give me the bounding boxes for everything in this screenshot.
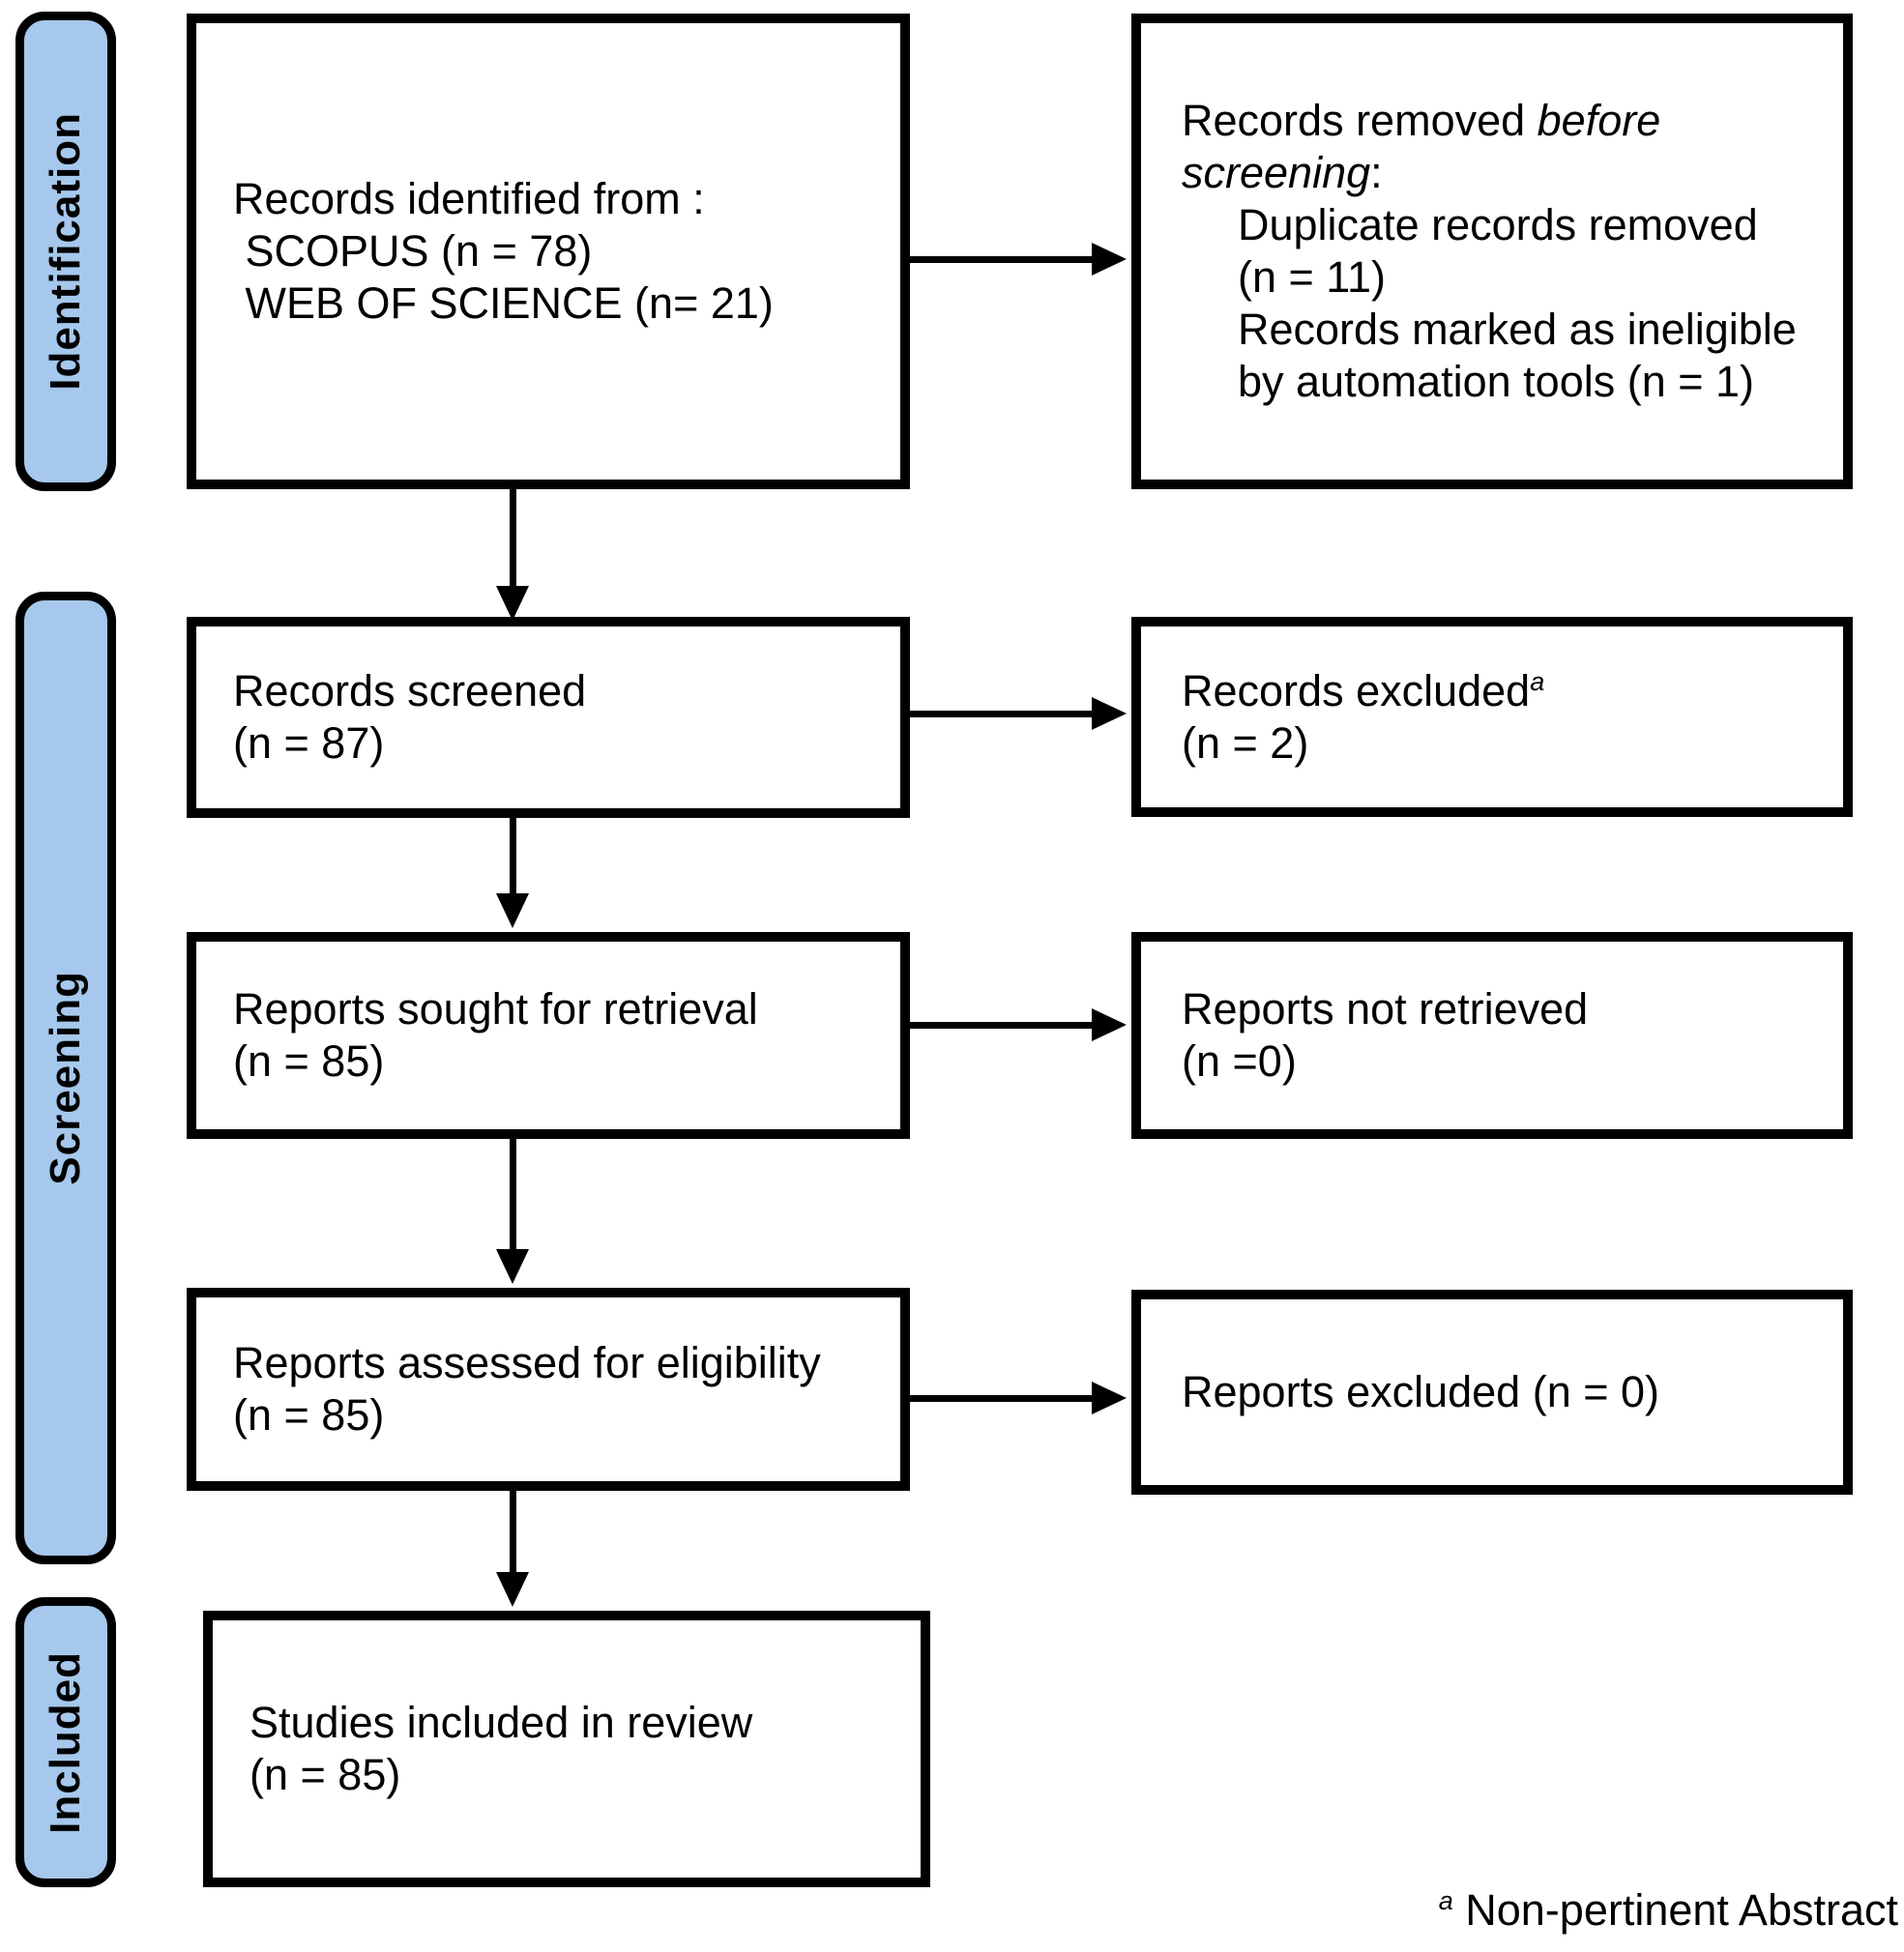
arrow-shaft — [510, 1139, 516, 1251]
arrow-head-right-icon — [1092, 697, 1127, 730]
text-line: (n = 85) — [233, 1036, 385, 1086]
arrow-shaft — [510, 1491, 516, 1574]
text-line: (n = 87) — [233, 718, 385, 768]
text-line: (n = 2) — [1182, 717, 1309, 768]
text-segment: : — [1370, 148, 1383, 197]
stage-label-screening: Screening — [42, 971, 89, 1185]
text-line: Duplicate records removed — [1238, 200, 1758, 249]
arrow-shaft — [510, 489, 516, 588]
arrow-head-down-icon — [496, 1572, 529, 1607]
text-line: Reports excluded (n = 0) — [1182, 1367, 1660, 1416]
box-reports-assessed-text: Reports assessed for eligibility (n = 85… — [196, 1337, 900, 1442]
footnote-marker-letter: a — [1530, 666, 1545, 696]
box-reports-sought: Reports sought for retrieval (n = 85) — [187, 932, 910, 1139]
box-reports-excluded-text: Reports excluded (n = 0) — [1141, 1366, 1843, 1418]
arrow-shaft — [910, 711, 1094, 717]
footnote-marker-letter: a — [1438, 1886, 1453, 1915]
stage-bar-screening: Screening — [15, 592, 116, 1564]
footnote: a Non-pertinent Abstract — [1439, 1885, 1898, 1936]
text-line: (n = 85) — [249, 1750, 401, 1799]
text-line: (n = 11) — [1238, 252, 1386, 302]
box-records-excluded: Records excludeda (n = 2) — [1131, 617, 1853, 817]
arrow-shaft — [910, 1395, 1094, 1402]
box-reports-sought-text: Reports sought for retrieval (n = 85) — [196, 983, 900, 1088]
box-records-screened-text: Records screened (n = 87) — [196, 665, 900, 770]
arrow-shaft — [510, 818, 516, 895]
box-records-removed-text: Records removed before screening: Duplic… — [1141, 95, 1843, 408]
text-line: Reports assessed for eligibility — [233, 1338, 821, 1387]
text-line: Records excludeda — [1182, 665, 1826, 717]
stage-bar-identification: Identification — [15, 12, 116, 491]
text-line: (n =0) — [1182, 1036, 1297, 1086]
text-line: by automation tools (n = 1) — [1238, 357, 1755, 406]
text-line: Records identified from : — [233, 174, 705, 223]
text-line: Reports sought for retrieval — [233, 984, 758, 1034]
arrow-head-down-icon — [496, 586, 529, 621]
text-line: Records screened — [233, 666, 587, 715]
text-line: SCOPUS (n = 78) — [233, 226, 593, 276]
text-segment-italic: before screening — [1182, 96, 1673, 197]
box-reports-excluded: Reports excluded (n = 0) — [1131, 1290, 1853, 1495]
arrow-head-down-icon — [496, 893, 529, 928]
stage-bar-included: Included — [15, 1597, 116, 1887]
arrow-head-right-icon — [1092, 1008, 1127, 1041]
box-records-excluded-text: Records excludeda (n = 2) — [1141, 665, 1843, 770]
arrow-shaft — [910, 256, 1094, 263]
text-line: WEB OF SCIENCE (n= 21) — [233, 278, 774, 328]
text-line: Records marked as ineligible — [1238, 305, 1797, 354]
arrow-head-right-icon — [1092, 1382, 1127, 1414]
text-segment: Records removed — [1182, 96, 1538, 145]
text-line: (n = 85) — [233, 1390, 385, 1440]
footnote-marker: a — [1439, 1886, 1453, 1915]
arrow-head-right-icon — [1092, 243, 1127, 276]
box-records-screened: Records screened (n = 87) — [187, 617, 910, 818]
box-reports-not-retrieved: Reports not retrieved (n =0) — [1131, 932, 1853, 1139]
text-line: Records removed before screening: — [1182, 95, 1723, 199]
stage-label-included: Included — [42, 1650, 89, 1834]
footnote-marker: a — [1530, 667, 1544, 696]
text-line: Reports not retrieved — [1182, 984, 1589, 1034]
text-segment: Records excluded — [1182, 665, 1531, 715]
box-reports-not-retrieved-text: Reports not retrieved (n =0) — [1141, 983, 1843, 1088]
box-studies-included: Studies included in review (n = 85) — [203, 1611, 930, 1887]
box-records-removed: Records removed before screening: Duplic… — [1131, 14, 1853, 489]
arrow-shaft — [910, 1022, 1094, 1029]
stage-label-identification: Identification — [42, 112, 89, 391]
box-records-identified: Records identified from : SCOPUS (n = 78… — [187, 14, 910, 489]
text-line: Studies included in review — [249, 1698, 753, 1747]
box-studies-included-text: Studies included in review (n = 85) — [213, 1697, 921, 1801]
box-reports-assessed: Reports assessed for eligibility (n = 85… — [187, 1288, 910, 1491]
box-records-identified-text: Records identified from : SCOPUS (n = 78… — [196, 173, 900, 330]
footnote-text: Non-pertinent Abstract — [1452, 1885, 1898, 1935]
arrow-head-down-icon — [496, 1249, 529, 1284]
